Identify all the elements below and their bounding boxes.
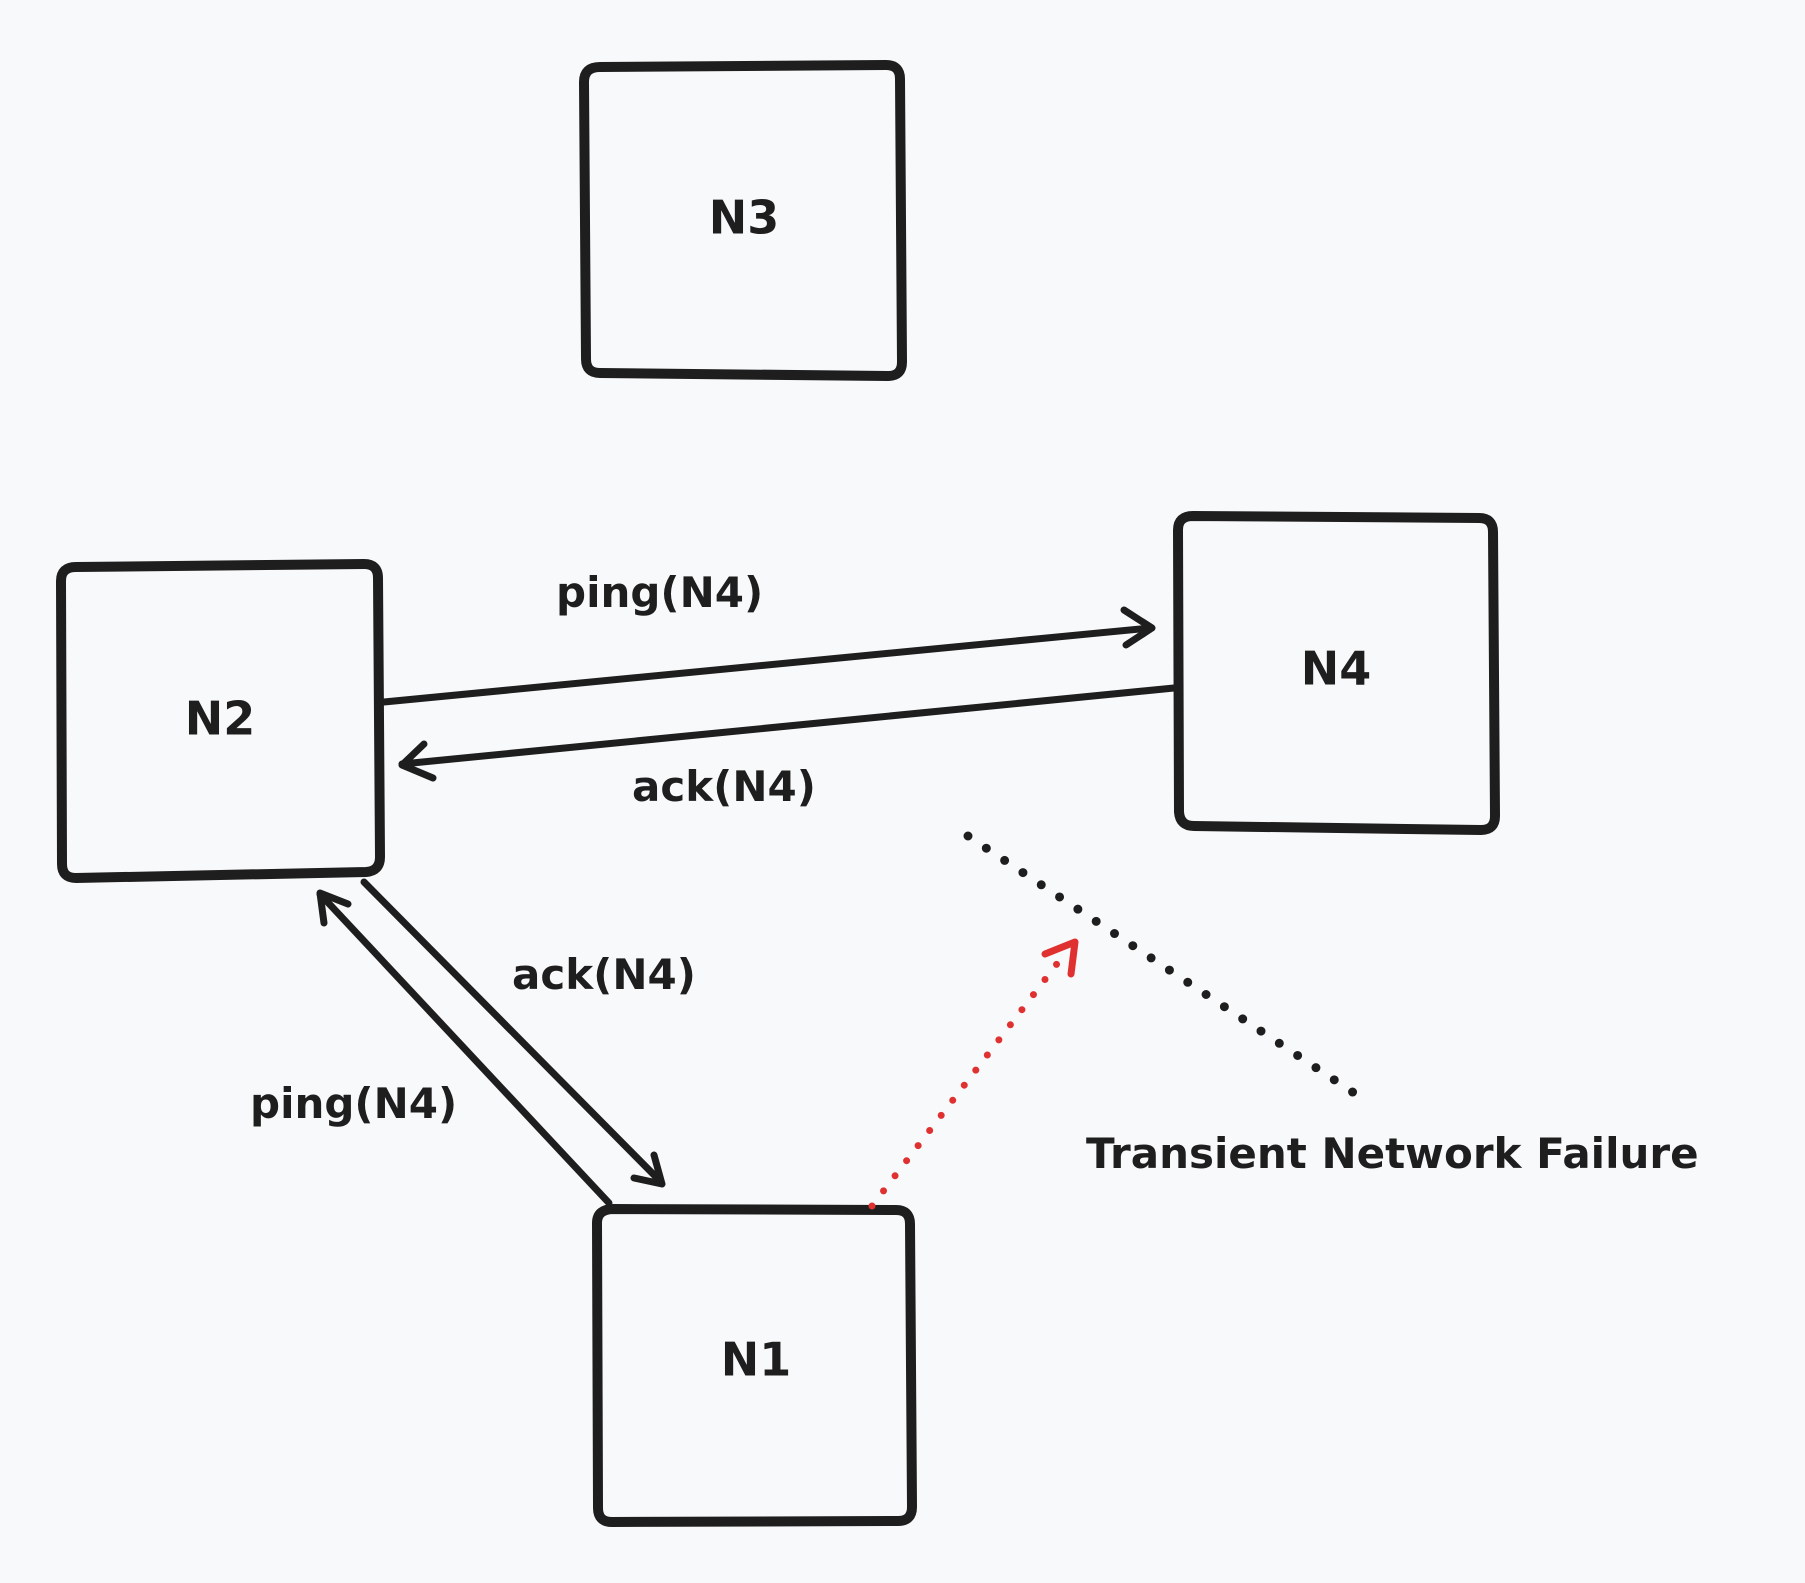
edge-n2-to-n4-arrowhead bbox=[1120, 606, 1156, 649]
failure-boundary-dots bbox=[963, 831, 1359, 1098]
node-n1[interactable]: N1 bbox=[592, 1204, 917, 1527]
edge-n2-to-n4-label: ping(N4) bbox=[556, 568, 763, 617]
failed-message-n1-to-n4[interactable] bbox=[868, 938, 1079, 1210]
node-n4-label: N4 bbox=[1301, 642, 1372, 696]
edge-n2-to-n4-line bbox=[380, 624, 1154, 706]
edge-n4-to-n2-label: ack(N4) bbox=[632, 762, 816, 811]
node-n4-box bbox=[1173, 511, 1500, 835]
edge-n1-to-n2-arrowhead bbox=[316, 889, 352, 927]
failure-boundary bbox=[963, 831, 1359, 1098]
node-n2-label: N2 bbox=[185, 692, 256, 746]
node-n3-label: N3 bbox=[709, 191, 780, 245]
node-n1-label: N1 bbox=[721, 1333, 792, 1387]
failed-message-dots bbox=[868, 948, 1070, 1210]
node-n4[interactable]: N4 bbox=[1173, 511, 1500, 835]
node-n3[interactable]: N3 bbox=[579, 60, 907, 381]
node-n1-box bbox=[592, 1204, 917, 1527]
edge-n4-to-n2-arrowhead bbox=[398, 740, 437, 782]
node-n2-box bbox=[56, 559, 385, 883]
edge-n1-to-n2-line bbox=[316, 890, 613, 1207]
node-n3-box bbox=[579, 60, 907, 381]
edge-n2-to-n1-line bbox=[360, 878, 665, 1186]
edge-n2-to-n1-arrowhead bbox=[630, 1151, 666, 1188]
edge-n1-to-n2[interactable]: ping(N4) bbox=[250, 889, 613, 1207]
node-n2[interactable]: N2 bbox=[56, 559, 385, 883]
edge-n2-to-n1[interactable]: ack(N4) bbox=[360, 878, 696, 1188]
edge-n1-to-n2-label: ping(N4) bbox=[250, 1079, 457, 1128]
failure-label: Transient Network Failure bbox=[1086, 1129, 1699, 1178]
edge-n4-to-n2[interactable]: ack(N4) bbox=[398, 684, 1178, 811]
failed-message-arrowhead bbox=[1041, 938, 1079, 978]
edge-n2-to-n1-label: ack(N4) bbox=[512, 950, 696, 999]
edge-n4-to-n2-line bbox=[398, 684, 1178, 768]
edge-n2-to-n4[interactable]: ping(N4) bbox=[380, 568, 1156, 706]
